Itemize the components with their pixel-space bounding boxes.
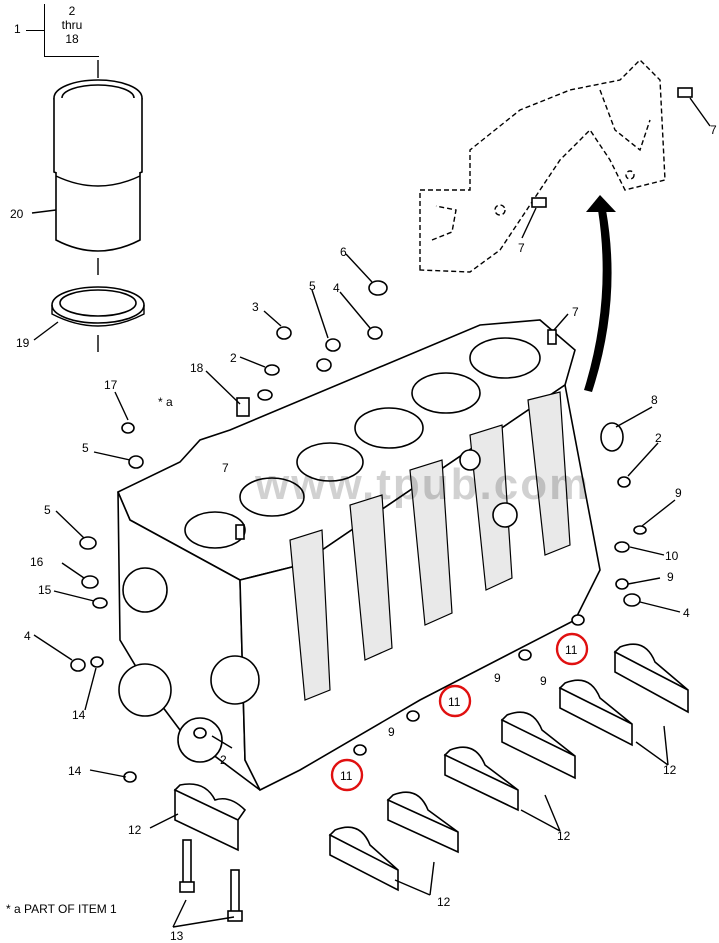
reference-range-box: 2 thru 18 <box>44 4 99 57</box>
callout-12: 12 <box>663 763 677 777</box>
callout-16: 16 <box>30 555 44 569</box>
callout-15: 15 <box>38 583 52 597</box>
callout-9: 9 <box>388 725 395 739</box>
callout-13: 13 <box>170 929 184 943</box>
callout-12: 12 <box>128 823 142 837</box>
highlight-circle <box>438 684 472 718</box>
reference-range-start: 2 <box>68 4 76 18</box>
callout-18: 18 <box>190 361 204 375</box>
callout-9: 9 <box>675 486 682 500</box>
callout-5: 5 <box>82 441 89 455</box>
direction-arrow <box>584 195 616 392</box>
cylinder-block <box>116 319 601 792</box>
footnote-symbol: * a <box>6 902 21 916</box>
callout-2: 2 <box>220 753 227 767</box>
callout-part-of-item-marker: * a <box>158 395 173 409</box>
reference-leader-line <box>26 30 44 31</box>
callout-7: 7 <box>222 461 229 475</box>
highlight-markers <box>330 632 589 792</box>
callout-4: 4 <box>683 606 690 620</box>
callout-3: 3 <box>252 300 259 314</box>
callout-20: 20 <box>10 207 24 221</box>
callout-4: 4 <box>333 281 340 295</box>
highlight-circle <box>555 632 589 666</box>
callout-10: 10 <box>665 549 679 563</box>
callout-19: 19 <box>16 336 30 350</box>
footnote-text: PART OF ITEM 1 <box>24 902 117 916</box>
callout-7: 7 <box>572 305 579 319</box>
plugs-and-fittings <box>70 87 693 783</box>
reference-range-word: thru <box>61 18 83 32</box>
callout-11: 11 <box>565 643 578 657</box>
callout-14: 14 <box>68 764 82 778</box>
reference-range-end: 18 <box>65 32 79 46</box>
callout-5: 5 <box>309 279 316 293</box>
callout-2: 2 <box>655 431 662 445</box>
callout-12: 12 <box>437 895 451 909</box>
callout-11: 11 <box>340 769 353 783</box>
callout-11: 11 <box>448 695 461 709</box>
callout-9: 9 <box>540 674 547 688</box>
callout-7: 7 <box>710 123 717 137</box>
callout-2: 2 <box>230 351 237 365</box>
callout-9: 9 <box>667 570 674 584</box>
footnote: * a PART OF ITEM 1 <box>6 902 117 916</box>
main-bearing-caps <box>173 643 689 892</box>
packing-ring <box>51 286 145 352</box>
callout-labels: 20 19 17 5 5 5 16 15 4 4 4 14 14 3 2 2 2… <box>10 123 717 943</box>
callout-7: 7 <box>518 241 525 255</box>
highlight-circle <box>330 758 364 792</box>
gear-housing-phantom <box>419 59 666 273</box>
leader-lines <box>31 97 711 928</box>
watermark-text: www.tpub.com <box>255 460 591 509</box>
callout-12: 12 <box>557 829 571 843</box>
callout-4: 4 <box>24 629 31 643</box>
callout-17: 17 <box>104 378 118 392</box>
cap-screws <box>179 839 243 922</box>
callout-8: 8 <box>651 393 658 407</box>
reference-item-label: 1 <box>14 22 21 36</box>
cylinder-liner <box>53 60 143 275</box>
callout-5: 5 <box>44 503 51 517</box>
callout-9: 9 <box>494 671 501 685</box>
callout-14: 14 <box>72 708 86 722</box>
callout-6: 6 <box>340 245 347 259</box>
